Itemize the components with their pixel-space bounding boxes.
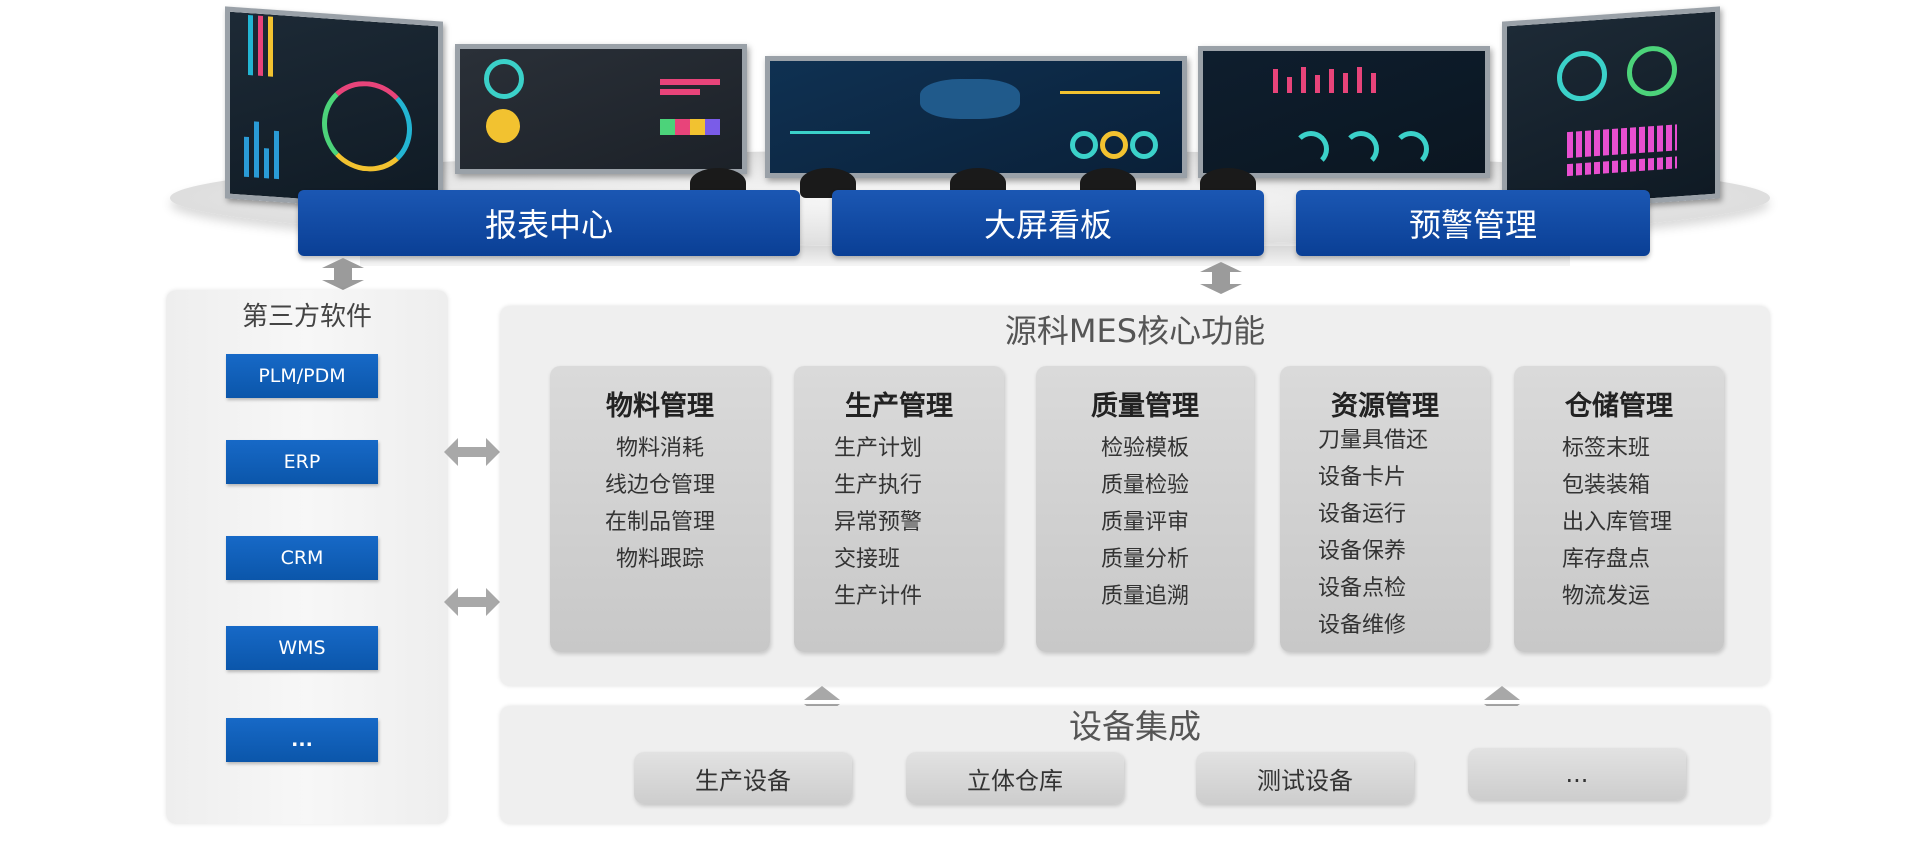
module-item[interactable]: 设备保养 xyxy=(1318,539,1407,564)
module-item[interactable]: 物料跟踪 xyxy=(615,547,704,572)
tab-report-center[interactable]: 报表中心 xyxy=(298,190,800,256)
dashboard-monitor-3 xyxy=(765,56,1187,178)
software-more[interactable]: ... xyxy=(226,718,378,762)
software-erp[interactable]: ERP xyxy=(226,440,378,484)
module-production-management[interactable]: 生产管理 生产计划 生产执行 异常预警 交接班 生产计件 xyxy=(794,366,1004,652)
module-quality-management[interactable]: 质量管理 检验模板 质量检验 质量评审 质量分析 质量追溯 xyxy=(1036,366,1254,652)
module-warehouse-management[interactable]: 仓储管理 标签末班 包装装箱 出入库管理 库存盘点 物流发运 xyxy=(1514,366,1724,652)
module-material-management[interactable]: 物料管理 物料消耗 线边仓管理 在制品管理 物料跟踪 xyxy=(550,366,770,652)
module-title: 仓储管理 xyxy=(1565,391,1673,422)
third-party-title: 第三方软件 xyxy=(241,302,372,332)
equipment-integration-title: 设备集成 xyxy=(1069,707,1201,746)
mes-core-title: 源科MES核心功能 xyxy=(1004,312,1266,350)
module-item[interactable]: 线边仓管理 xyxy=(604,473,715,498)
tab-warning-management[interactable]: 预警管理 xyxy=(1296,190,1650,256)
dashboard-monitor-4 xyxy=(1198,46,1490,178)
vertical-double-arrow-icon xyxy=(1198,262,1244,294)
module-item[interactable]: 物流发运 xyxy=(1562,584,1651,609)
module-item[interactable]: 设备运行 xyxy=(1318,502,1407,527)
module-title: 物料管理 xyxy=(606,391,714,422)
dashboard-monitor-5 xyxy=(1502,6,1720,214)
module-item[interactable]: 刀量具借还 xyxy=(1318,428,1429,453)
module-item[interactable]: 设备点检 xyxy=(1318,576,1407,601)
module-item[interactable]: 质量评审 xyxy=(1100,510,1189,535)
software-crm[interactable]: CRM xyxy=(226,536,378,580)
module-item[interactable]: 包装装箱 xyxy=(1562,473,1651,498)
module-resource-management[interactable]: 资源管理 刀量具借还 设备卡片 设备运行 设备保养 设备点检 设备维修 xyxy=(1280,366,1490,652)
module-item[interactable]: 设备卡片 xyxy=(1318,465,1407,490)
module-item[interactable]: 异常预警 xyxy=(834,510,923,535)
dashboard-monitor-2 xyxy=(455,44,747,174)
module-item[interactable]: 检验模板 xyxy=(1100,436,1189,461)
equipment-stereo-warehouse[interactable]: 立体仓库 xyxy=(906,752,1124,804)
module-item[interactable]: 生产计划 xyxy=(834,436,923,461)
equipment-production[interactable]: 生产设备 xyxy=(634,752,852,804)
module-item[interactable]: 出入库管理 xyxy=(1562,510,1673,535)
software-wms[interactable]: WMS xyxy=(226,626,378,670)
tab-big-screen[interactable]: 大屏看板 xyxy=(832,190,1264,256)
vertical-double-arrow-icon xyxy=(320,258,366,290)
equipment-more[interactable]: ... xyxy=(1468,748,1686,800)
module-title: 资源管理 xyxy=(1331,391,1439,422)
module-title: 生产管理 xyxy=(845,391,953,422)
module-item[interactable]: 质量分析 xyxy=(1100,547,1189,572)
module-item[interactable]: 在制品管理 xyxy=(604,510,715,535)
equipment-testing[interactable]: 测试设备 xyxy=(1196,752,1414,804)
module-item[interactable]: 质量追溯 xyxy=(1100,584,1189,609)
module-item[interactable]: 生产计件 xyxy=(834,584,923,609)
module-item[interactable]: 生产执行 xyxy=(834,473,923,498)
module-item[interactable]: 标签末班 xyxy=(1562,436,1651,461)
module-title: 质量管理 xyxy=(1091,391,1199,422)
module-item[interactable]: 交接班 xyxy=(834,547,901,572)
module-item[interactable]: 库存盘点 xyxy=(1562,547,1651,572)
dashboard-monitor-1 xyxy=(225,6,443,214)
module-item[interactable]: 质量检验 xyxy=(1100,473,1189,498)
horizontal-double-arrow-icon xyxy=(444,436,500,468)
module-item[interactable]: 物料消耗 xyxy=(615,436,704,461)
horizontal-double-arrow-icon xyxy=(444,586,500,618)
software-plm-pdm[interactable]: PLM/PDM xyxy=(226,354,378,398)
module-item[interactable]: 设备维修 xyxy=(1318,613,1407,638)
